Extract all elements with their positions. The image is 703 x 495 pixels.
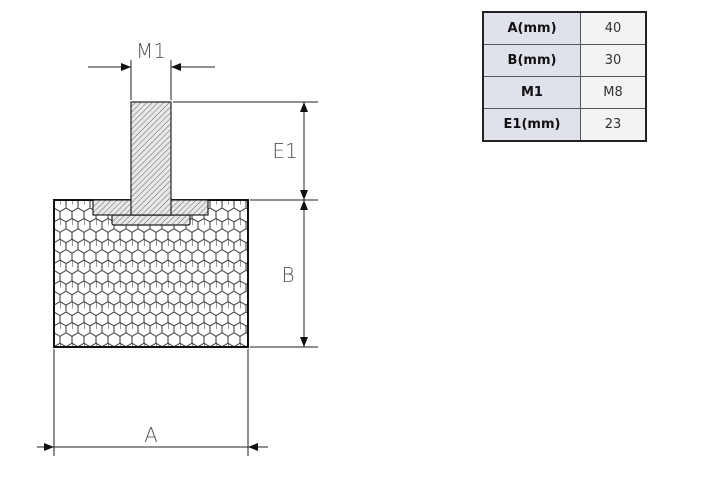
e1-label: E1 xyxy=(272,139,297,163)
param-cell: E1(mm) xyxy=(482,108,581,142)
value-cell: M8 xyxy=(580,76,647,109)
value-cell: 40 xyxy=(580,11,647,45)
table-row: B(mm)30 xyxy=(482,44,647,77)
b-label: B xyxy=(281,263,294,287)
param-cell: B(mm) xyxy=(482,44,581,77)
table-row: E1(mm)23 xyxy=(482,108,647,142)
param-cell: A(mm) xyxy=(482,11,581,45)
value-cell: 30 xyxy=(580,44,647,77)
a-label: A xyxy=(144,423,158,447)
dimension-lines xyxy=(37,60,318,456)
value-cell: 23 xyxy=(580,108,647,142)
m1-label: M1 xyxy=(136,39,166,63)
table-row: A(mm)40 xyxy=(482,11,647,45)
param-cell: M1 xyxy=(482,76,581,109)
threaded-stud xyxy=(92,101,209,226)
